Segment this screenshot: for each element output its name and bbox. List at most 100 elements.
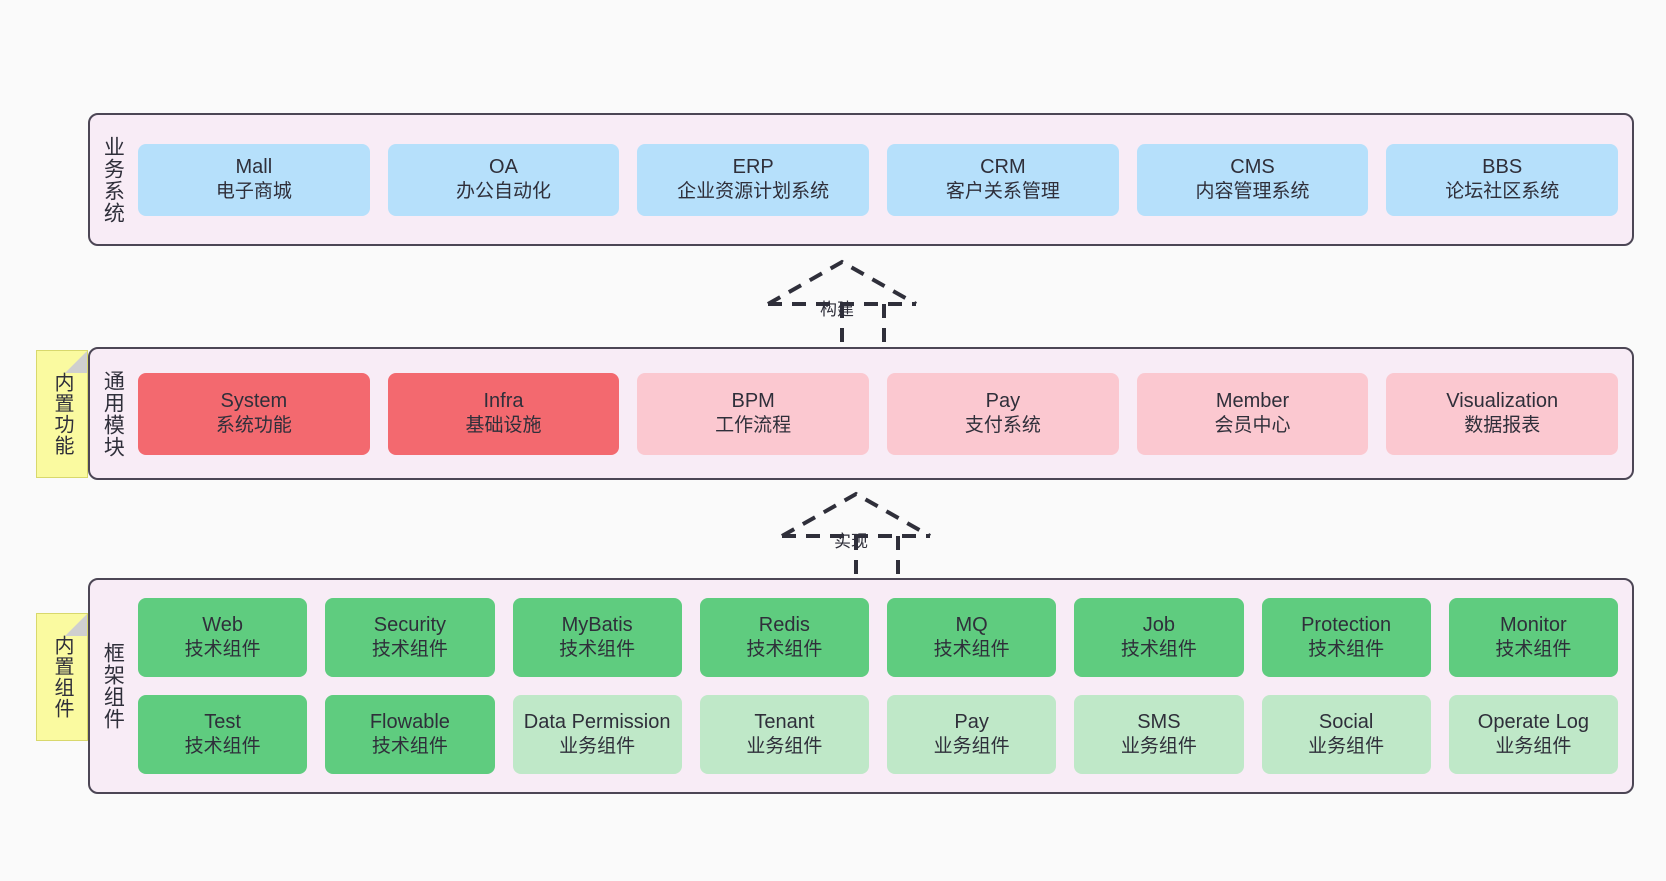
layer-body-common-module: System 系统功能 Infra 基础设施 BPM 工作流程 Pay 支付系统… <box>134 349 1632 478</box>
module-card-bpm[interactable]: BPM 工作流程 <box>637 372 870 455</box>
module-desc: 会员中心 <box>1214 415 1291 437</box>
component-name: Web <box>202 613 243 636</box>
component-name: Job <box>1142 613 1175 636</box>
module-name: BPM <box>731 389 775 412</box>
component-card-security[interactable]: Security 技术组件 <box>325 598 495 677</box>
module-card-mall[interactable]: Mall 电子商城 <box>138 143 370 216</box>
module-card-oa[interactable]: OA 办公自动化 <box>387 143 620 216</box>
module-desc: 论坛社区系统 <box>1445 181 1560 203</box>
module-name: System <box>220 389 288 412</box>
component-desc: 技术组件 <box>1120 639 1197 661</box>
sticky-note-text: 内置组件 <box>51 635 73 719</box>
module-card-infra[interactable]: Infra 基础设施 <box>387 372 620 455</box>
layer-business-system: 业务系统 Mall 电子商城 OA 办公自动化 ERP 企业资源计划系统 CRM… <box>88 113 1634 246</box>
module-card-visualization[interactable]: Visualization 数据报表 <box>1386 372 1619 455</box>
module-desc: 数据报表 <box>1464 415 1541 437</box>
relation-label-implement: 实现 <box>834 532 868 551</box>
module-desc: 工作流程 <box>715 415 792 437</box>
module-desc: 基础设施 <box>465 415 542 437</box>
layer-framework-component: 框架组件 Web 技术组件 Security 技术组件 MyBatis 技术组件… <box>88 578 1634 794</box>
sticky-note-text: 内置功能 <box>51 372 73 456</box>
component-desc: 技术组件 <box>1495 639 1572 661</box>
module-card-cms[interactable]: CMS 内容管理系统 <box>1136 143 1369 216</box>
module-card-erp[interactable]: ERP 企业资源计划系统 <box>637 143 870 216</box>
component-desc: 技术组件 <box>184 736 261 758</box>
component-name: Data Permission <box>523 710 671 733</box>
module-name: CRM <box>980 155 1026 178</box>
card-row: Test 技术组件 Flowable 技术组件 Data Permission … <box>138 695 1618 774</box>
component-card-pay[interactable]: Pay 业务组件 <box>887 695 1057 774</box>
layer-label-framework-component: 框架组件 <box>101 642 125 730</box>
layer-label-common-module: 通用模块 <box>101 369 125 458</box>
component-name: Tenant <box>754 710 815 733</box>
card-row: System 系统功能 Infra 基础设施 BPM 工作流程 Pay 支付系统… <box>138 372 1619 455</box>
component-card-monitor[interactable]: Monitor 技术组件 <box>1448 598 1618 677</box>
component-card-mq[interactable]: MQ 技术组件 <box>887 598 1057 677</box>
component-card-tenant[interactable]: Tenant 业务组件 <box>699 695 869 774</box>
module-name: Pay <box>985 389 1021 412</box>
component-name: Redis <box>758 613 810 636</box>
module-desc: 办公自动化 <box>456 181 552 203</box>
component-name: MQ <box>955 613 988 636</box>
generalization-arrow-icon <box>781 491 931 574</box>
relation-arrow-implement: 实现 <box>766 490 946 574</box>
component-name: MyBatis <box>561 613 633 636</box>
component-desc: 技术组件 <box>559 639 636 661</box>
module-desc: 客户关系管理 <box>945 181 1060 203</box>
component-card-operate-log[interactable]: Operate Log 业务组件 <box>1448 695 1618 774</box>
component-desc: 技术组件 <box>184 639 261 661</box>
component-desc: 业务组件 <box>746 736 823 758</box>
component-name: Pay <box>954 710 989 733</box>
module-card-member[interactable]: Member 会员中心 <box>1136 372 1369 455</box>
relation-arrow-build: 构建 <box>752 258 932 342</box>
component-card-sms[interactable]: SMS 业务组件 <box>1074 695 1244 774</box>
module-name: OA <box>489 155 518 178</box>
component-name: Protection <box>1301 613 1392 636</box>
sticky-note-builtin-features: 内置功能 <box>36 350 88 478</box>
component-card-job[interactable]: Job 技术组件 <box>1074 598 1244 677</box>
component-card-web[interactable]: Web 技术组件 <box>138 598 308 677</box>
component-name: SMS <box>1137 710 1181 733</box>
component-name: Operate Log <box>1477 710 1589 733</box>
component-card-data-permission[interactable]: Data Permission 业务组件 <box>512 695 682 774</box>
component-desc: 技术组件 <box>371 736 448 758</box>
component-name: Test <box>204 710 241 733</box>
module-card-pay[interactable]: Pay 支付系统 <box>887 372 1119 455</box>
component-card-test[interactable]: Test 技术组件 <box>138 695 308 774</box>
card-row: Mall 电子商城 OA 办公自动化 ERP 企业资源计划系统 CRM 客户关系… <box>138 143 1619 216</box>
generalization-arrow-icon <box>767 259 917 342</box>
component-desc: 业务组件 <box>1120 736 1197 758</box>
component-name: Security <box>373 613 446 636</box>
module-name: BBS <box>1482 155 1523 178</box>
module-card-crm[interactable]: CRM 客户关系管理 <box>887 143 1119 216</box>
module-card-bbs[interactable]: BBS 论坛社区系统 <box>1386 143 1619 216</box>
module-desc: 电子商城 <box>215 181 292 203</box>
module-desc: 支付系统 <box>964 415 1041 437</box>
component-card-social[interactable]: Social 业务组件 <box>1261 695 1431 774</box>
relation-label-build: 构建 <box>820 300 854 319</box>
component-desc: 技术组件 <box>933 639 1010 661</box>
module-name: ERP <box>732 155 774 178</box>
module-desc: 内容管理系统 <box>1195 181 1310 203</box>
component-name: Flowable <box>369 710 450 733</box>
module-card-system[interactable]: System 系统功能 <box>138 372 370 455</box>
module-name: Member <box>1215 389 1290 412</box>
component-card-protection[interactable]: Protection 技术组件 <box>1261 598 1431 677</box>
component-desc: 业务组件 <box>1308 736 1385 758</box>
component-name: Monitor <box>1500 613 1567 636</box>
module-name: CMS <box>1230 155 1275 178</box>
module-desc: 企业资源计划系统 <box>677 181 830 203</box>
component-desc: 技术组件 <box>1308 639 1385 661</box>
card-row: Web 技术组件 Security 技术组件 MyBatis 技术组件 Redi… <box>138 598 1618 677</box>
layer-body-framework-component: Web 技术组件 Security 技术组件 MyBatis 技术组件 Redi… <box>134 580 1632 792</box>
component-desc: 业务组件 <box>933 736 1010 758</box>
layer-body-business-system: Mall 电子商城 OA 办公自动化 ERP 企业资源计划系统 CRM 客户关系… <box>134 115 1632 244</box>
component-card-flowable[interactable]: Flowable 技术组件 <box>325 695 495 774</box>
module-name: Infra <box>483 389 524 412</box>
component-desc: 业务组件 <box>559 736 636 758</box>
module-desc: 系统功能 <box>215 415 292 437</box>
module-name: Visualization <box>1446 389 1559 412</box>
layer-label-business-system: 业务系统 <box>101 135 125 224</box>
component-card-mybatis[interactable]: MyBatis 技术组件 <box>512 598 682 677</box>
component-card-redis[interactable]: Redis 技术组件 <box>699 598 869 677</box>
